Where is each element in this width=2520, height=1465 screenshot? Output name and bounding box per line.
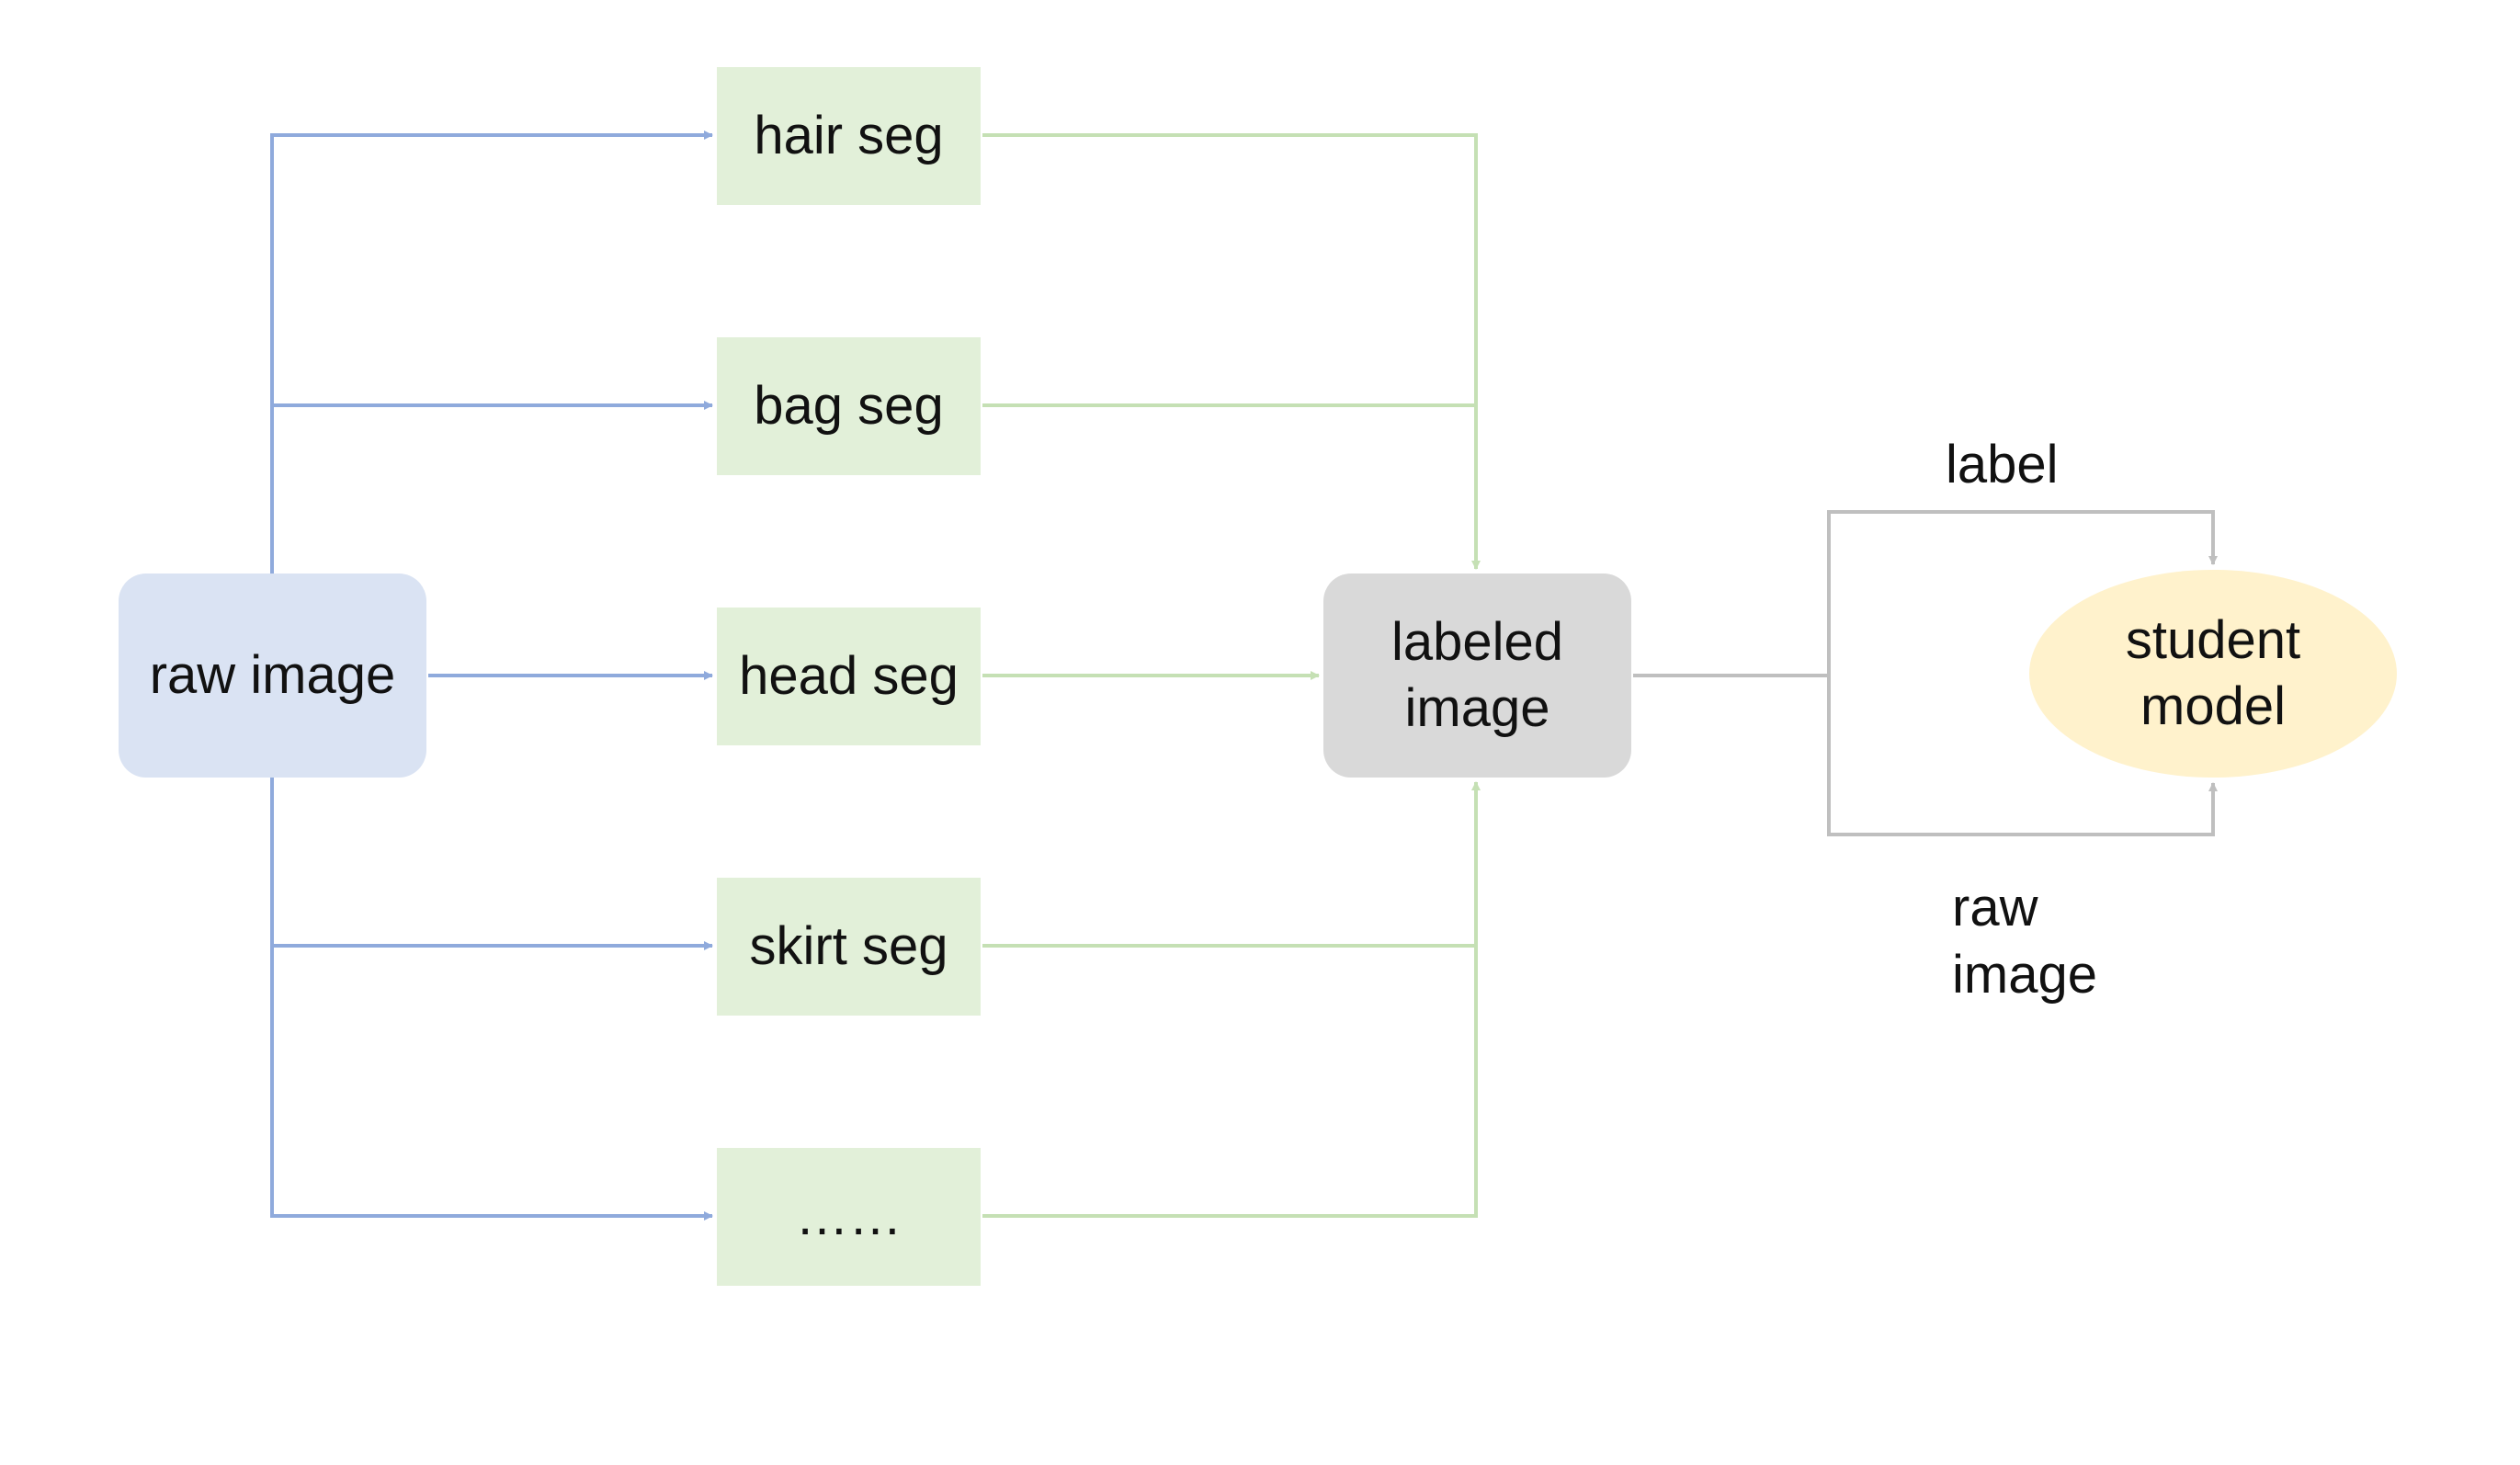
line-more-seg-to-labeled (982, 946, 1478, 1218)
more-seg-label: …… (795, 1186, 902, 1246)
raw-to-seg-connectors (270, 131, 713, 1221)
raw-image-node: raw image (119, 574, 426, 778)
labeled-image-label: labeled image (1391, 611, 1564, 739)
arrow-hair-seg-to-labeled (982, 133, 1481, 570)
bag-seg-label: bag seg (754, 375, 944, 436)
hair-seg-node: hair seg (717, 67, 981, 205)
arrow-skirt-seg-to-labeled (982, 781, 1481, 948)
head-seg-label: head seg (739, 645, 959, 706)
labeled-to-student-connectors (1633, 510, 2218, 836)
arrow-label-to-student (1827, 510, 2218, 676)
student-model-label: student model (2125, 609, 2301, 737)
edge-label-label: label (1946, 435, 2059, 494)
arrow-raw-to-hair-seg (270, 131, 713, 574)
bag-seg-node: bag seg (717, 337, 981, 475)
labeled-image-node: labeled image (1323, 574, 1631, 778)
skirt-seg-label: skirt seg (749, 915, 948, 976)
arrow-raw-to-more-seg (270, 946, 713, 1221)
skirt-seg-node: skirt seg (717, 878, 981, 1016)
more-seg-node: …… (717, 1148, 981, 1286)
arrow-raw-image-to-student (1827, 676, 2218, 836)
seg-to-labeled-connectors (982, 133, 1481, 1218)
raw-image-label: raw image (149, 644, 396, 705)
edge-label-raw-image: raw image (1952, 878, 2097, 1005)
arrow-raw-to-skirt-seg (270, 778, 713, 950)
head-seg-node: head seg (717, 608, 981, 745)
student-model-node: student model (2029, 570, 2397, 778)
hair-seg-label: hair seg (754, 105, 944, 165)
